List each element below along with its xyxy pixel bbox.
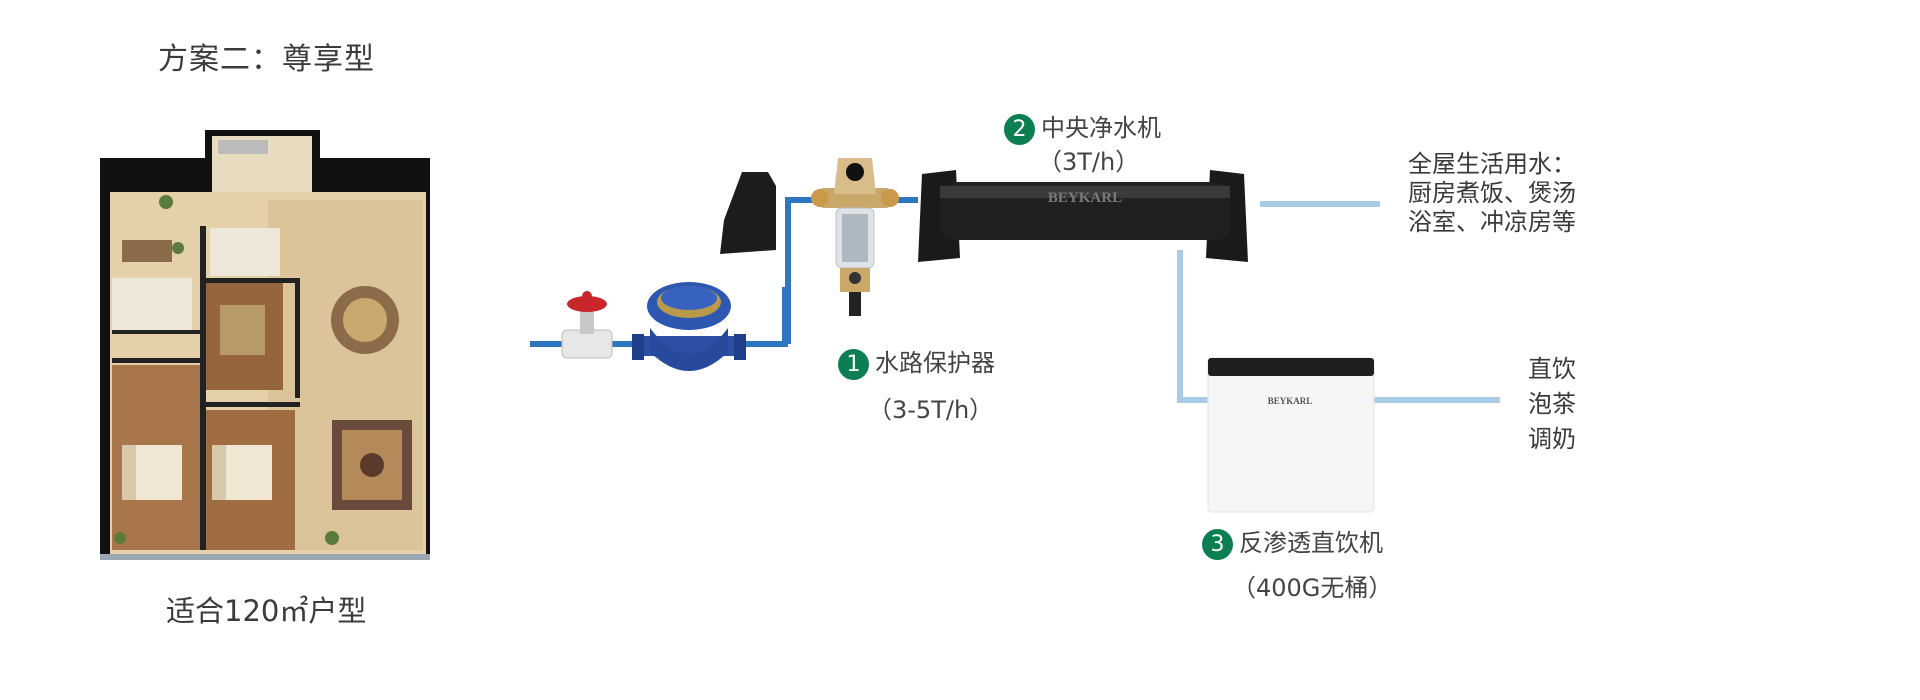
central-purifier-name: 中央净水机: [1041, 114, 1161, 142]
whole-house-line-3: 浴室、冲凉房等: [1408, 208, 1576, 236]
ro-feed-pipe: [1177, 250, 1210, 403]
ro-machine-spec: （400G无桶）: [1232, 574, 1393, 602]
floor-plan-image: [100, 130, 430, 560]
protector-name: 水路保护器: [875, 349, 995, 377]
whole-house-line-1: 全屋生活用水：: [1408, 150, 1576, 178]
suitable-area-label: 适合120㎡户型: [166, 594, 367, 628]
central-purifier-number-badge: 2: [1004, 113, 1035, 145]
ro-machine-name: 反渗透直饮机: [1239, 529, 1383, 557]
central-purifier-brand: BEYKARL: [1048, 190, 1122, 206]
protector-spec: （3-5T/h）: [868, 396, 994, 424]
direct-drink-line-3: 调奶: [1528, 425, 1576, 453]
central-purifier-device-icon: BEYKARL: [720, 170, 1248, 262]
direct-drink-line-2: 泡茶: [1528, 390, 1576, 418]
water-system-diagram: BEYKARL BEYKARL: [530, 158, 1500, 513]
page-title: 方案二：尊享型: [158, 42, 375, 77]
whole-house-outlet-text: 全屋生活用水： 厨房煮饭、煲汤 浴室、冲凉房等: [1408, 150, 1576, 237]
shutoff-valve-icon: [561, 291, 613, 359]
direct-drink-line-1: 直饮: [1528, 355, 1576, 383]
direct-drink-outlet-text: 直饮 泡茶 调奶: [1528, 352, 1576, 457]
pre-filter-device-icon: [811, 158, 899, 316]
ro-machine-brand: BEYKARL: [1268, 396, 1313, 406]
ro-machine-device-icon: BEYKARL: [1207, 357, 1375, 513]
central-purifier-spec: （3T/h）: [1038, 148, 1140, 176]
whole-house-line-2: 厨房煮饭、煲汤: [1408, 179, 1576, 207]
protector-number-badge: 1: [838, 348, 869, 380]
water-meter-icon: [632, 282, 746, 371]
ro-machine-number-badge: 3: [1202, 528, 1233, 560]
